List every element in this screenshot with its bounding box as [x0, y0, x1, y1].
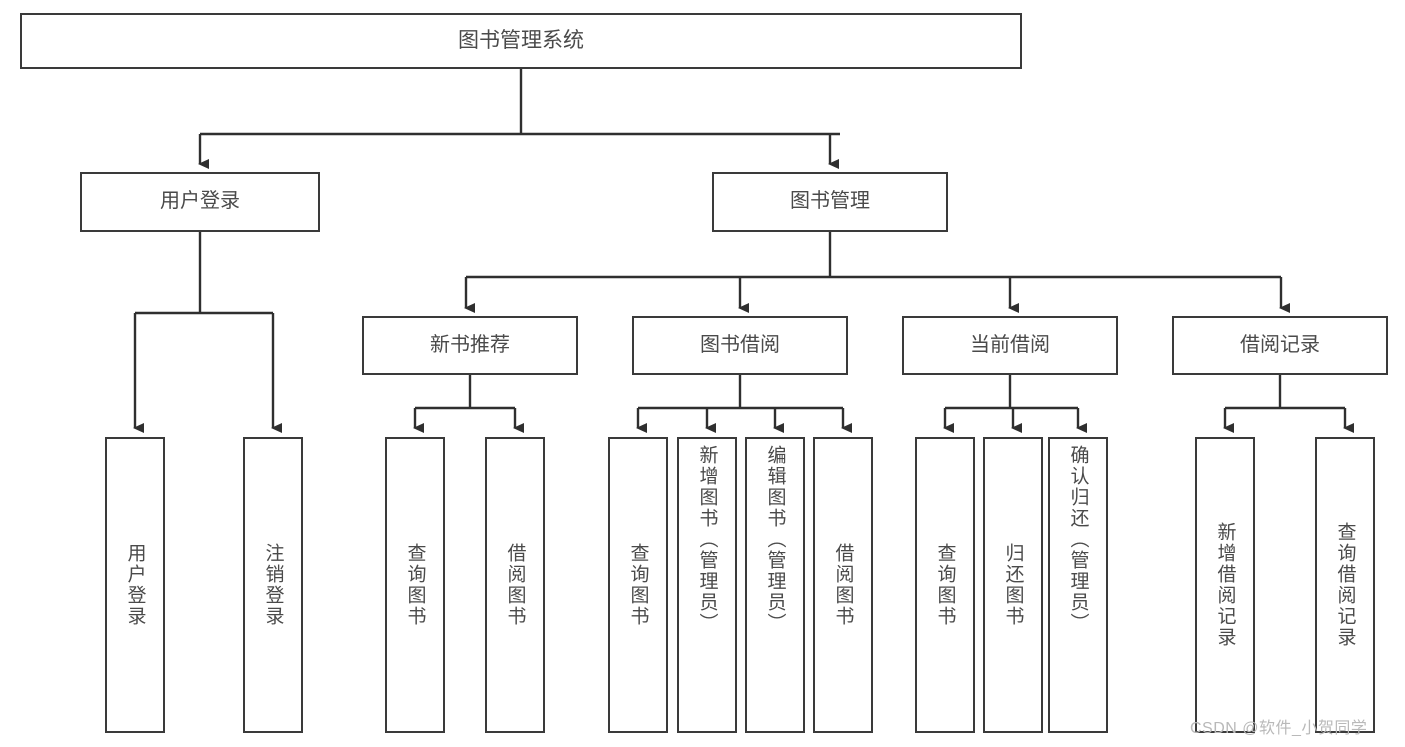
- leaf-logout-label: 注销登录: [262, 543, 284, 627]
- leaf-query-book-2[interactable]: 查询图书: [608, 437, 668, 733]
- node-user-login-label: 用户登录: [160, 190, 240, 213]
- leaf-confirm-return-label: 确认归还（管理员）: [1067, 445, 1089, 634]
- leaf-query-book-2-label: 查询图书: [627, 543, 649, 627]
- csdn-watermark: CSDN @软件_小贺同学: [1190, 720, 1368, 737]
- leaf-return-book-label: 归还图书: [1002, 543, 1024, 627]
- node-book-manage[interactable]: 图书管理: [712, 172, 948, 232]
- node-new-book-recommend[interactable]: 新书推荐: [362, 316, 578, 375]
- leaf-borrow-book-1-label: 借阅图书: [504, 543, 526, 627]
- node-book-borrow-label: 图书借阅: [700, 333, 780, 356]
- leaf-query-book-3-label: 查询图书: [934, 543, 956, 627]
- node-root[interactable]: 图书管理系统: [20, 13, 1022, 69]
- node-book-manage-label: 图书管理: [790, 190, 870, 213]
- leaf-add-record[interactable]: 新增借阅记录: [1195, 437, 1255, 733]
- leaf-edit-book[interactable]: 编辑图书（管理员）: [745, 437, 805, 733]
- node-root-label: 图书管理系统: [458, 28, 584, 52]
- leaf-confirm-return[interactable]: 确认归还（管理员）: [1048, 437, 1108, 733]
- leaf-add-book-label: 新增图书（管理员）: [696, 445, 718, 634]
- leaf-query-record[interactable]: 查询借阅记录: [1315, 437, 1375, 733]
- leaf-query-record-label: 查询借阅记录: [1334, 522, 1356, 648]
- node-book-borrow[interactable]: 图书借阅: [632, 316, 848, 375]
- leaf-borrow-book-2[interactable]: 借阅图书: [813, 437, 873, 733]
- leaf-user-login[interactable]: 用户登录: [105, 437, 165, 733]
- node-current-borrow-label: 当前借阅: [970, 333, 1050, 356]
- leaf-query-book-1-label: 查询图书: [404, 543, 426, 627]
- leaf-add-record-label: 新增借阅记录: [1214, 522, 1236, 648]
- leaf-borrow-book-1[interactable]: 借阅图书: [485, 437, 545, 733]
- node-borrow-record-label: 借阅记录: [1240, 333, 1320, 356]
- node-user-login[interactable]: 用户登录: [80, 172, 320, 232]
- leaf-query-book-3[interactable]: 查询图书: [915, 437, 975, 733]
- leaf-add-book[interactable]: 新增图书（管理员）: [677, 437, 737, 733]
- node-new-book-recommend-label: 新书推荐: [430, 333, 510, 356]
- leaf-edit-book-label: 编辑图书（管理员）: [764, 445, 786, 634]
- node-current-borrow[interactable]: 当前借阅: [902, 316, 1118, 375]
- leaf-user-login-label: 用户登录: [124, 543, 146, 627]
- leaf-query-book-1[interactable]: 查询图书: [385, 437, 445, 733]
- leaf-logout[interactable]: 注销登录: [243, 437, 303, 733]
- node-borrow-record[interactable]: 借阅记录: [1172, 316, 1388, 375]
- leaf-return-book[interactable]: 归还图书: [983, 437, 1043, 733]
- leaf-borrow-book-2-label: 借阅图书: [832, 543, 854, 627]
